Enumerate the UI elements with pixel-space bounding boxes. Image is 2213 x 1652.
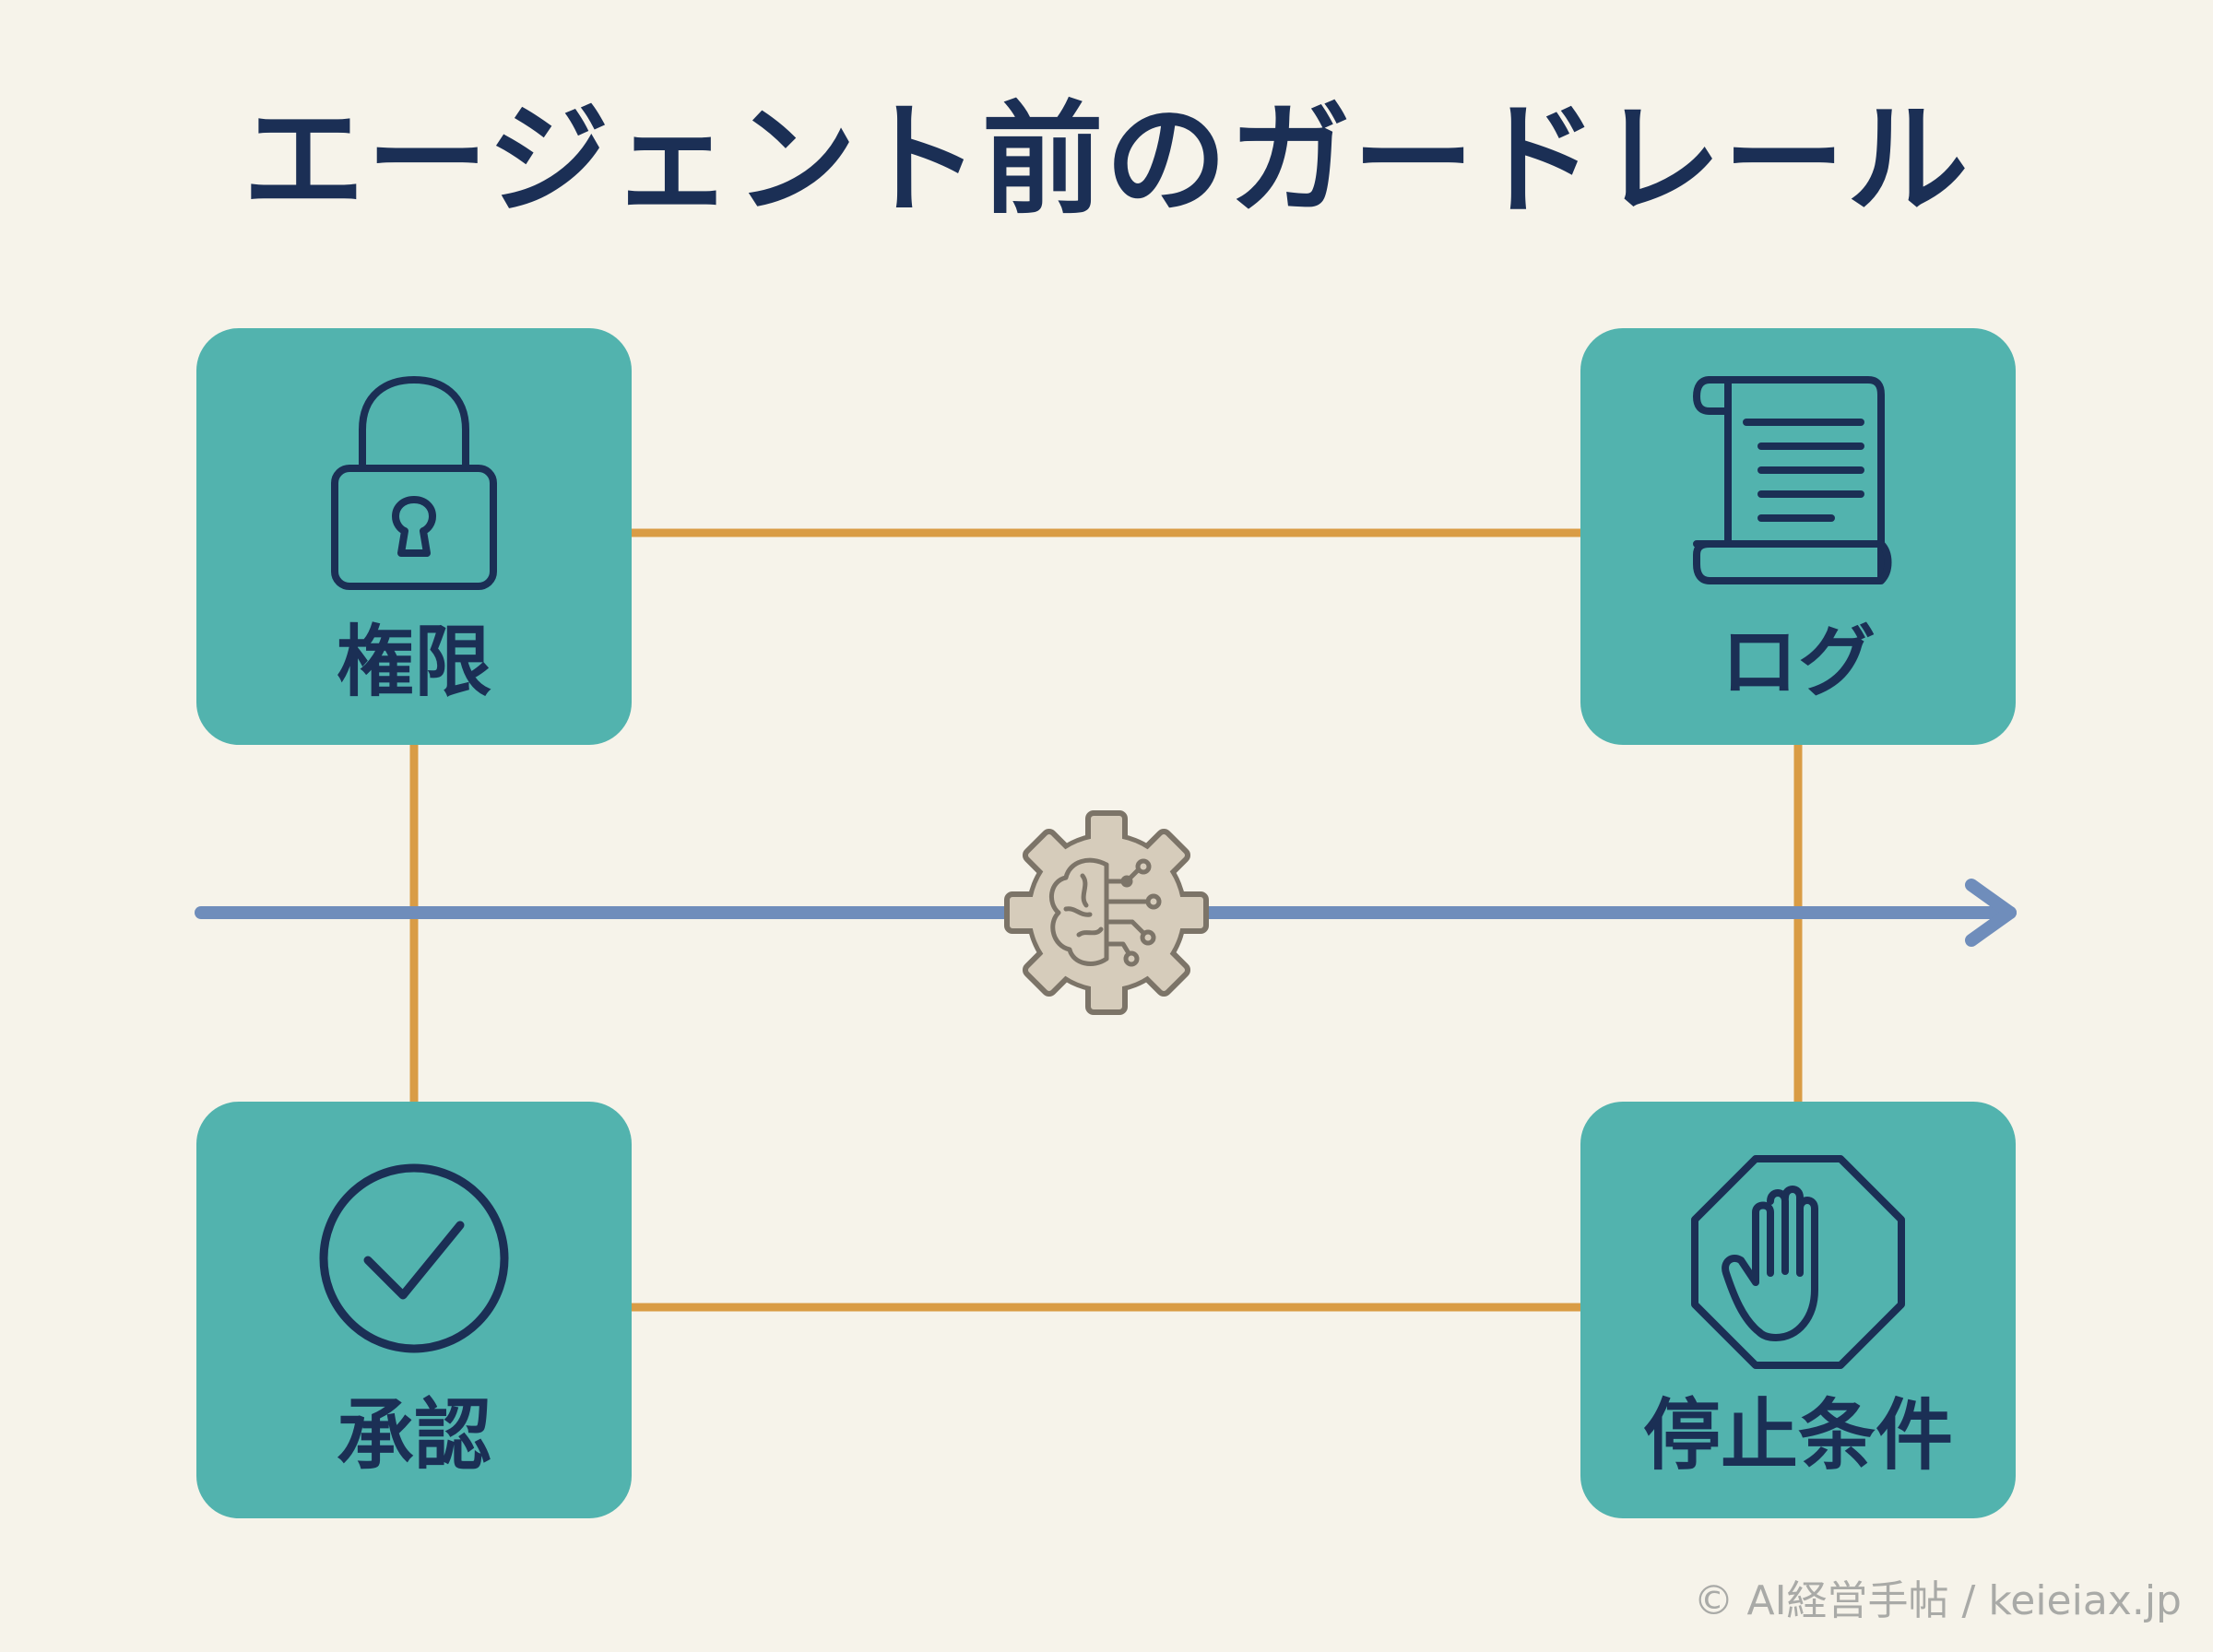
node-stop-condition: 停止条件 (1580, 1102, 2016, 1518)
lock-icon (331, 376, 497, 590)
check-circle-icon (319, 1163, 509, 1353)
node-permission: 権限 (196, 328, 632, 745)
node-label-log: ログ (1720, 617, 1876, 707)
page-title: エージェント前のガードレール (243, 89, 1970, 231)
scroll-icon (1693, 376, 1892, 584)
node-approval: 承認 (196, 1102, 632, 1518)
node-label-stop-condition: 停止条件 (1642, 1390, 1953, 1481)
copyright-credit: © AI経営手帖 / keieiax.jp (1693, 1577, 2182, 1624)
stop-hand-icon (1691, 1155, 1905, 1369)
node-label-approval: 承認 (336, 1390, 491, 1481)
node-label-permission: 権限 (336, 617, 491, 707)
node-log: ログ (1580, 328, 2016, 745)
brain-gear-icon (1004, 810, 1209, 1015)
